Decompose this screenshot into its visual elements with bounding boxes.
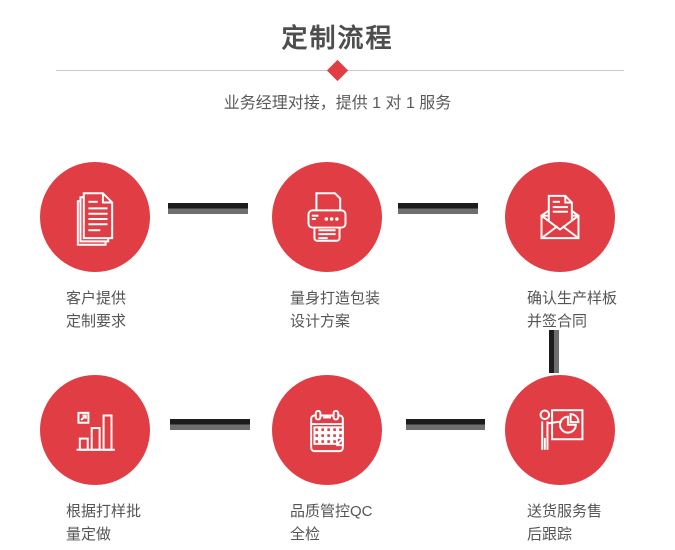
connector-step1-step2 xyxy=(168,203,248,214)
step-confirm-sample-contract: 确认生产样板 并签合同 xyxy=(505,162,655,362)
step-label: 品质管控QC 全检 xyxy=(290,500,373,546)
step-label: 量身打造包装 设计方案 xyxy=(290,287,380,333)
bar-chart-icon xyxy=(76,411,115,451)
step-customer-requirements: 客户提供 定制要求 xyxy=(40,162,190,362)
step-circle xyxy=(40,162,150,272)
page-subtitle: 业务经理对接，提供 1 对 1 服务 xyxy=(223,95,452,112)
step-label-line2: 后跟踪 xyxy=(527,526,573,543)
step-label-line1: 确认生产样板 xyxy=(527,290,618,307)
connector-step2-step3 xyxy=(398,203,478,214)
step-quality-control: 品质管控QC 全检 xyxy=(272,375,422,550)
step-label-line1: 客户提供 xyxy=(66,290,127,307)
presenter-icon xyxy=(539,409,584,450)
step-label-line2: 定制要求 xyxy=(66,313,127,330)
step-circle xyxy=(505,162,615,272)
step-label-line2: 全检 xyxy=(290,526,321,543)
step-label: 确认生产样板 并签合同 xyxy=(527,287,617,333)
step-circle xyxy=(505,375,615,485)
documents-icon xyxy=(76,192,114,246)
step-label-line1: 送货服务售 xyxy=(527,503,603,520)
step-label-line2: 并签合同 xyxy=(527,313,588,330)
printer-icon xyxy=(307,192,347,242)
step-circle xyxy=(40,375,150,485)
step-label-line1: 根据打样批 xyxy=(66,503,142,520)
calendar-icon xyxy=(310,409,344,453)
step-label-line2: 量定做 xyxy=(66,526,112,543)
connector-step3-step6 xyxy=(549,330,559,373)
connector-step5-step6 xyxy=(406,419,485,430)
envelope-icon xyxy=(540,194,580,240)
step-circle xyxy=(272,375,382,485)
step-label: 送货服务售 后跟踪 xyxy=(527,500,602,546)
step-label-line1: 量身打造包装 xyxy=(290,290,381,307)
step-delivery-aftersales: 送货服务售 后跟踪 xyxy=(505,375,655,550)
connector-step4-step5 xyxy=(170,419,250,430)
step-label-line2: 设计方案 xyxy=(290,313,351,330)
step-batch-production: 根据打样批 量定做 xyxy=(40,375,190,550)
page-title: 定制流程 xyxy=(281,23,394,53)
step-label: 客户提供 定制要求 xyxy=(66,287,126,333)
step-packaging-design: 量身打造包装 设计方案 xyxy=(272,162,422,362)
diamond-icon xyxy=(326,59,349,82)
step-label: 根据打样批 量定做 xyxy=(66,500,141,546)
step-circle xyxy=(272,162,382,272)
step-label-line1: 品质管控QC xyxy=(290,503,373,520)
